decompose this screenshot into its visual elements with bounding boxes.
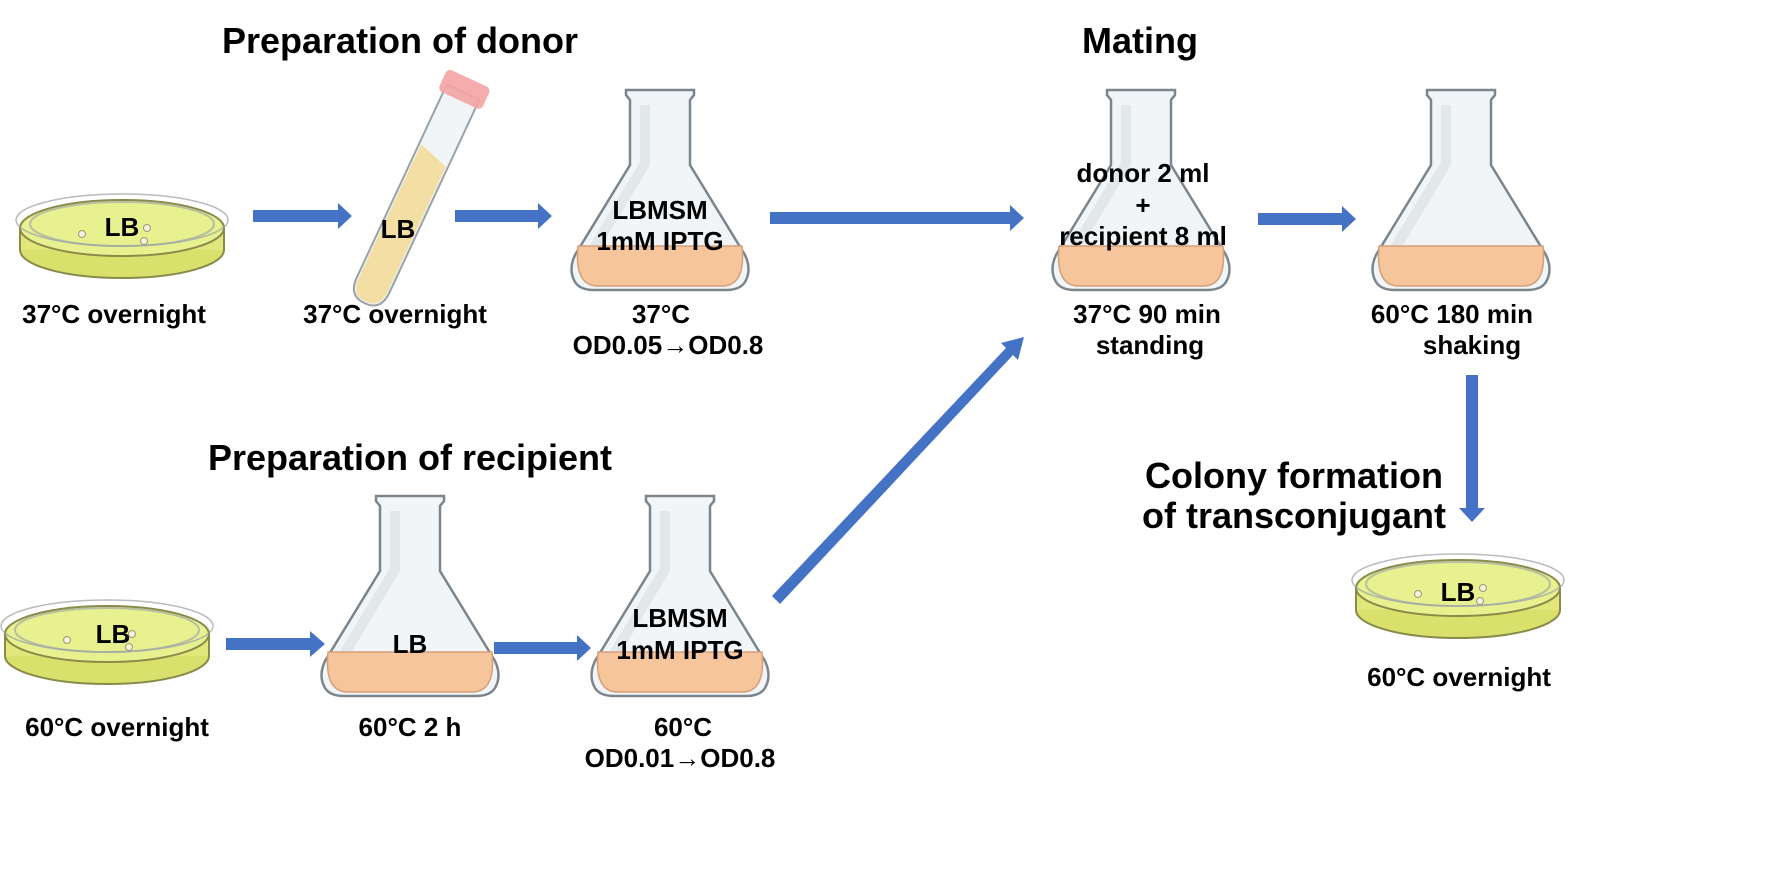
arrow-icon — [772, 337, 1024, 604]
arrow-icon — [1258, 206, 1356, 232]
donor-heading: Preparation of donor — [222, 20, 578, 61]
recipient-flask2-label-line2: 1mM IPTG — [616, 635, 743, 665]
mating-flask-caption-line1: 37°C 90 min — [1073, 299, 1221, 329]
colony-plate-label: LB — [1441, 577, 1476, 607]
recipient-flask2-caption-line1: 60°C — [654, 712, 712, 742]
donor-plate-label: LB — [105, 212, 140, 242]
arrow-icon — [1459, 375, 1485, 522]
mating-flask-label-line1: donor 2 ml — [1077, 158, 1210, 188]
donor-tube-label: LB — [381, 214, 416, 244]
erlenmeyer-flask-icon — [590, 494, 770, 698]
arrow-icon — [455, 203, 552, 229]
mating-flask-label-line3: recipient 8 ml — [1059, 221, 1227, 251]
test-tube-icon — [352, 69, 490, 307]
erlenmeyer-flask-icon — [570, 88, 750, 292]
arrow-icon — [253, 203, 352, 229]
erlenmeyer-flask-icon — [320, 494, 500, 698]
colony-plate-caption: 60°C overnight — [1367, 662, 1551, 692]
recipient-heading: Preparation of recipient — [208, 437, 612, 478]
recipient-flask2-caption-line2: OD0.01→OD0.8 — [585, 743, 776, 773]
arrow-icon — [770, 205, 1024, 231]
donor-plate-caption: 37°C overnight — [22, 299, 206, 329]
recipient-flask1-label: LB — [393, 629, 428, 659]
mating-flask-caption-line2: standing — [1096, 330, 1204, 360]
recipient-plate-caption: 60°C overnight — [25, 712, 209, 742]
donor-tube-caption: 37°C overnight — [303, 299, 487, 329]
shaking-flask-caption-line1: 60°C 180 min — [1371, 299, 1533, 329]
mating-heading: Mating — [1082, 20, 1198, 61]
donor-flask-caption-line2: OD0.05→OD0.8 — [573, 330, 764, 360]
donor-flask-label-line1: LBMSM — [612, 195, 707, 225]
recipient-plate-label: LB — [96, 619, 131, 649]
donor-flask-caption-line1: 37°C — [632, 299, 690, 329]
mating-flask-label-line2: + — [1135, 190, 1150, 220]
colony-heading-line1: Colony formation — [1145, 455, 1443, 496]
recipient-flask1-caption: 60°C 2 h — [359, 712, 462, 742]
arrow-icon — [494, 635, 591, 661]
shaking-flask-caption-line2: shaking — [1423, 330, 1521, 360]
arrow-icon — [226, 631, 325, 657]
colony-heading-line2: of transconjugant — [1142, 495, 1446, 536]
recipient-flask2-label-line1: LBMSM — [632, 603, 727, 633]
donor-flask-label-line2: 1mM IPTG — [596, 226, 723, 256]
erlenmeyer-flask-icon — [1371, 88, 1551, 292]
